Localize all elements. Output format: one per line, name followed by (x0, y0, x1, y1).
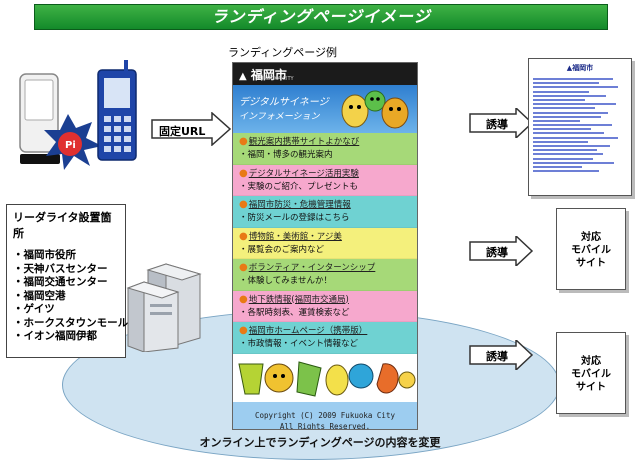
item-sub: ・福岡・博多の観光案内 (239, 150, 333, 160)
hero-line-1: デジタルサイネージ (239, 97, 329, 108)
landing-item[interactable]: ●福岡市防災・危機管理情報 ・防災メールの登録はこちら (233, 196, 417, 228)
guide-label-2: 誘導 (486, 246, 508, 259)
item-sub: ・実験のご紹介、プレゼントも (239, 181, 359, 192)
reader-phone-icon: Pi (19, 60, 137, 170)
landing-item[interactable]: ●地下鉄情報(福岡市交通局) ・各駅時刻表、運賃検索など (233, 290, 417, 322)
footer-rights: All Rights Reserved. (279, 421, 371, 430)
landing-caption: ランディングページ例 (228, 46, 338, 59)
fixed-url-label: 固定URL (159, 125, 206, 138)
reader-location: ・福岡市役所 (13, 249, 76, 261)
city-emblem-icon: ▲ (239, 71, 247, 82)
mascot-characters-icon (238, 360, 416, 397)
pc-site-title: ▲福岡市 (566, 64, 594, 72)
item-sub: ・各駅時刻表、運賃検索など (239, 307, 350, 318)
guide-label-3: 誘導 (486, 350, 508, 363)
svg-text:Pi: Pi (65, 140, 76, 151)
pc-site-page: ▲福岡市 (528, 58, 632, 196)
item-head[interactable]: デジタルサイネージ活用実験 (248, 168, 359, 179)
city-emblem-icon: ▲ (566, 64, 573, 72)
landing-item[interactable]: ●福岡市ホームページ（携帯版） ・市政情報・イベント情報など (233, 322, 417, 354)
reader-location: ・福岡空港 (13, 289, 66, 302)
item-head[interactable]: 観光案内携帯サイトよかなび (248, 137, 360, 147)
mobile-site-box-1: 対応 モバイル サイト (556, 208, 626, 290)
landing-item[interactable]: ●ボランティア・インターンシップ ・体験してみませんか！ (233, 259, 417, 291)
item-sub: ・市政情報・イベント情報など (239, 339, 359, 349)
hero-line-2: インフォメーション (239, 112, 320, 122)
mascot-icon (341, 90, 409, 129)
reader-location: ・イオン福岡伊都 (13, 330, 97, 342)
landing-hero: デジタルサイネージ インフォメーション (233, 85, 417, 133)
item-head[interactable]: ボランティア・インターンシップ (248, 263, 376, 273)
item-sub: ・防災メールの登録はこちら (239, 213, 350, 223)
title-banner: ランディングページイメージ (34, 4, 608, 30)
reader-locations-box: リーダライタ設置箇所 ・福岡市役所 ・天神バスセンター ・福岡交通センター ・福… (6, 204, 129, 358)
landing-header-sub: FUKUOKA CITY (257, 76, 294, 82)
item-sub: ・展覧会のご案内など (239, 244, 325, 255)
landing-item[interactable]: ●デジタルサイネージ活用実験 ・実験のご紹介、プレゼントも (233, 164, 417, 196)
ellipse-label: オンライン上でランディングページの内容を変更 (199, 436, 441, 449)
item-head[interactable]: 地下鉄情報(福岡市交通局) (248, 294, 349, 305)
item-head[interactable]: 福岡市防災・危機管理情報 (248, 200, 351, 210)
server-icon (126, 263, 202, 352)
fixed-url-arrow (151, 112, 232, 146)
guide-label-1: 誘導 (486, 118, 508, 131)
mascots-row (233, 353, 417, 402)
guide-arrow-3 (469, 340, 534, 370)
landing-page-mock: ▲ 福岡市 FUKUOKA CITY デジタルサイネージ インフォメーション ●… (232, 62, 418, 430)
footer-copyright: Copyright (C) 2009 Fukuoka City (255, 410, 395, 420)
landing-footer: Copyright (C) 2009 Fukuoka City All Righ… (233, 401, 417, 430)
item-head[interactable]: 福岡市ホームページ（携帯版） (248, 326, 368, 336)
reader-location: ・ホークスタウンモール (13, 316, 129, 329)
item-sub: ・体験してみませんか！ (239, 276, 332, 286)
landing-header: ▲ 福岡市 FUKUOKA CITY (233, 63, 417, 85)
reader-location: ・福岡交通センター (13, 276, 108, 288)
landing-item[interactable]: ●観光案内携帯サイトよかなび ・福岡・博多の観光案内 (233, 133, 417, 165)
landing-header-title: 福岡市 (250, 68, 287, 82)
reader-location: ・天神バスセンター (13, 262, 108, 275)
guide-arrow-2 (469, 236, 534, 266)
mobile-site-box-2: 対応 モバイル サイト (556, 332, 626, 414)
reader-locations-title: リーダライタ設置箇所 (13, 211, 112, 240)
guide-arrow-1 (469, 108, 534, 138)
landing-item[interactable]: ●博物館・美術館・アジ美 ・展覧会のご案内など (233, 227, 417, 259)
reader-location: ・ゲイツ (13, 303, 55, 315)
item-head[interactable]: 博物館・美術館・アジ美 (248, 231, 342, 242)
